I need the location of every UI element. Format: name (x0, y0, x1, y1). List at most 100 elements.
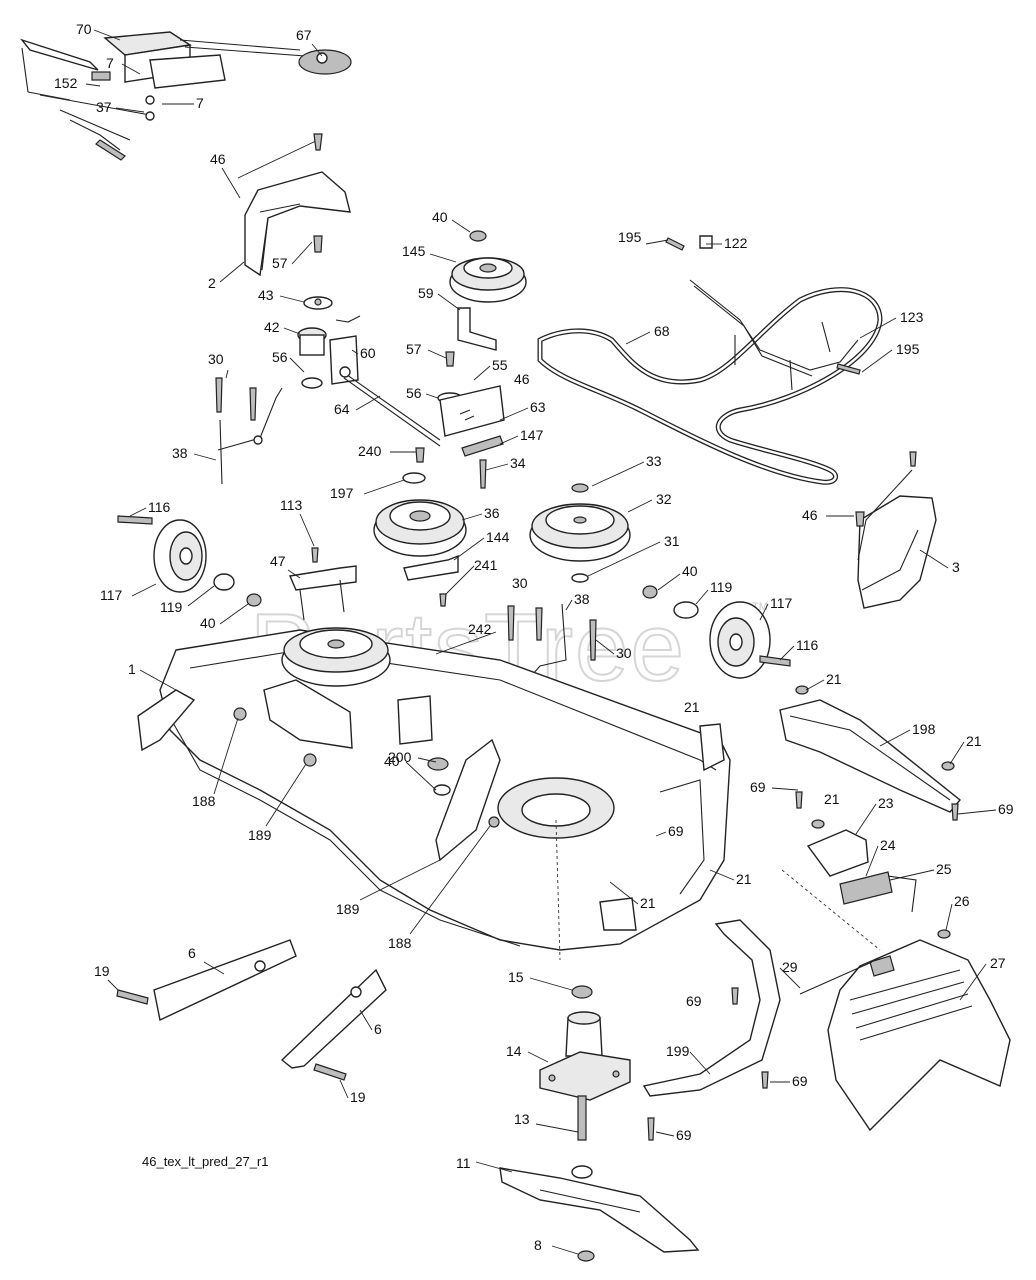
callout-25: 25 (936, 861, 952, 877)
callout-21: 21 (826, 671, 842, 687)
drawing-code: 46_tex_lt_pred_27_r1 (142, 1154, 269, 1169)
callout-19: 19 (94, 963, 110, 979)
callout-69: 69 (686, 993, 702, 1009)
callout-40: 40 (432, 209, 448, 225)
gauge-wheel-right (642, 585, 791, 679)
callout-113: 113 (280, 497, 303, 513)
mower-deck (137, 627, 731, 961)
callout-119: 119 (160, 599, 183, 615)
callout-117: 117 (770, 595, 793, 611)
callout-56: 56 (272, 349, 288, 365)
callout-2: 2 (208, 275, 216, 291)
callout-69: 69 (750, 779, 766, 795)
belt-guard-right (855, 451, 937, 609)
callout-195: 195 (618, 229, 642, 245)
callout-21: 21 (736, 871, 752, 887)
rod-and-bolts-left (215, 377, 283, 485)
callout-69: 69 (998, 801, 1014, 817)
callout-40: 40 (384, 753, 400, 769)
callout-57: 57 (272, 255, 288, 271)
leader-lines (85, 29, 997, 1255)
callout-40: 40 (682, 563, 698, 579)
spindle-assembly (539, 985, 631, 1179)
baffle-198 (779, 685, 961, 821)
callout-199: 199 (666, 1043, 690, 1059)
callout-14: 14 (506, 1043, 522, 1059)
callout-30: 30 (616, 645, 632, 661)
callout-241: 241 (474, 557, 498, 573)
callout-117: 117 (100, 587, 123, 603)
callout-29: 29 (782, 959, 798, 975)
callout-70: 70 (76, 21, 92, 37)
callout-1: 1 (128, 661, 136, 677)
mounting-brackets (116, 939, 387, 1081)
drive-belt (537, 287, 883, 485)
callout-40: 40 (200, 615, 216, 631)
callout-36: 36 (484, 505, 500, 521)
callout-46: 46 (514, 371, 530, 387)
part-drawings (19, 31, 1011, 1262)
callout-242: 242 (468, 621, 492, 637)
callout-198: 198 (912, 721, 936, 737)
blade (499, 1167, 700, 1262)
pulley-36 (373, 499, 467, 581)
callout-240: 240 (358, 443, 382, 459)
callout-43: 43 (258, 287, 274, 303)
pulley-145 (449, 230, 527, 303)
belt-keeper-rod (665, 235, 861, 391)
bracket-47 (289, 547, 357, 621)
callout-32: 32 (656, 491, 672, 507)
callout-123: 123 (900, 309, 924, 325)
gauge-wheel-left (117, 515, 262, 607)
callout-23: 23 (878, 795, 894, 811)
callout-119: 119 (710, 579, 733, 595)
callout-30: 30 (208, 351, 224, 367)
callout-6: 6 (374, 1021, 382, 1037)
callout-55: 55 (492, 357, 508, 373)
callout-188: 188 (388, 935, 412, 951)
idler-arm-stack (297, 235, 441, 447)
callout-63: 63 (530, 399, 546, 415)
callout-116: 116 (796, 637, 819, 653)
callout-8: 8 (534, 1237, 542, 1253)
callout-116: 116 (148, 499, 171, 515)
callout-46: 46 (802, 507, 818, 523)
callout-200: 200 (388, 749, 412, 765)
callout-27: 27 (990, 955, 1006, 971)
callout-145: 145 (402, 243, 426, 259)
callout-67: 67 (296, 27, 312, 43)
callout-24: 24 (880, 837, 896, 853)
callout-6: 6 (188, 945, 196, 961)
callout-68: 68 (654, 323, 670, 339)
callout-60: 60 (360, 345, 376, 361)
callout-33: 33 (646, 453, 662, 469)
callout-31: 31 (664, 533, 680, 549)
callout-152: 152 (54, 75, 78, 91)
idler-bracket (402, 307, 505, 489)
belt-guard-left (237, 133, 351, 277)
callout-147: 147 (520, 427, 544, 443)
lift-linkage-assembly (19, 31, 352, 161)
callout-188: 188 (192, 793, 216, 809)
callout-69: 69 (668, 823, 684, 839)
callout-69: 69 (792, 1073, 808, 1089)
callout-11: 11 (456, 1155, 471, 1171)
callout-189: 189 (336, 901, 360, 917)
callout-64: 64 (334, 401, 350, 417)
callout-3: 3 (952, 559, 960, 575)
callout-19: 19 (350, 1089, 366, 1105)
pulley-32 (529, 483, 631, 583)
discharge-hardware (781, 819, 951, 951)
callout-30: 30 (512, 575, 528, 591)
callout-21: 21 (966, 733, 982, 749)
callout-38: 38 (172, 445, 188, 461)
discharge-chute (799, 939, 1011, 1132)
callout-122: 122 (724, 235, 748, 251)
callout-47: 47 (270, 553, 286, 569)
callout-21: 21 (640, 895, 656, 911)
callout-46: 46 (210, 151, 226, 167)
callout-37: 37 (96, 99, 112, 115)
callout-197: 197 (330, 485, 354, 501)
callout-38: 38 (574, 591, 590, 607)
